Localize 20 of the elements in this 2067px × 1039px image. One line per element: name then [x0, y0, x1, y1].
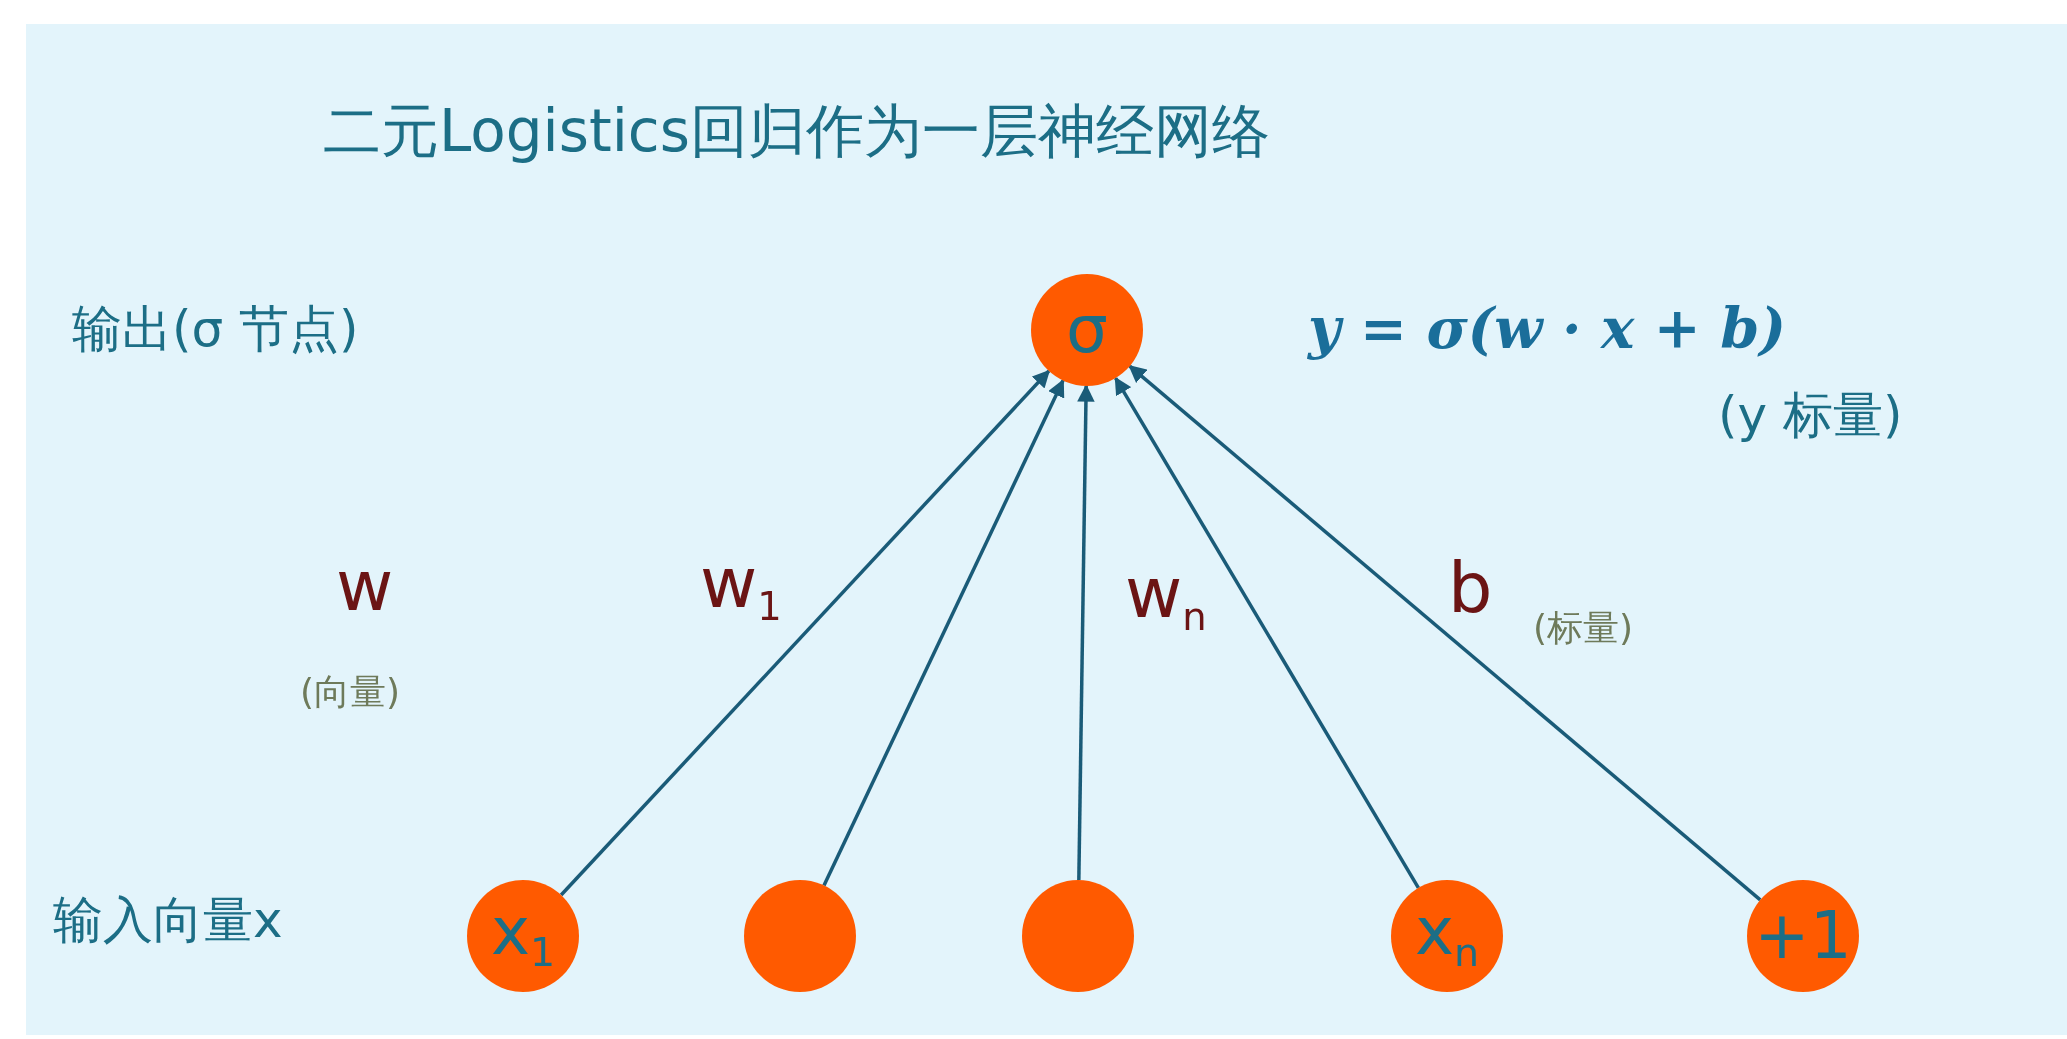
edge-label: w$_{1}$	[700, 545, 782, 629]
text-label: (向量)	[300, 672, 401, 712]
node-label: x$_{1}$	[490, 899, 556, 973]
node-label: +1	[1754, 903, 1852, 969]
edge-label: b	[1448, 550, 1493, 627]
title: 二元Logistics回归作为一层神经网络	[323, 100, 1270, 164]
arrow	[1128, 364, 1762, 902]
text-label: 输出(σ 节点)	[72, 302, 359, 357]
text-label: 输入向量x	[53, 893, 283, 948]
arrow	[1077, 384, 1095, 881]
node-label: x$_{n}$	[1414, 899, 1480, 973]
edge-label: w$_{n}$	[1125, 555, 1207, 639]
formula: y = σ(w · x + b)	[1308, 298, 1786, 360]
arrow	[559, 369, 1051, 897]
text-label: w	[336, 548, 394, 625]
text-label: (y 标量)	[1718, 388, 1903, 443]
text-label: (标量)	[1533, 608, 1634, 648]
arrow	[1114, 376, 1420, 889]
arrow	[822, 379, 1065, 887]
node-label: σ	[1066, 297, 1108, 363]
